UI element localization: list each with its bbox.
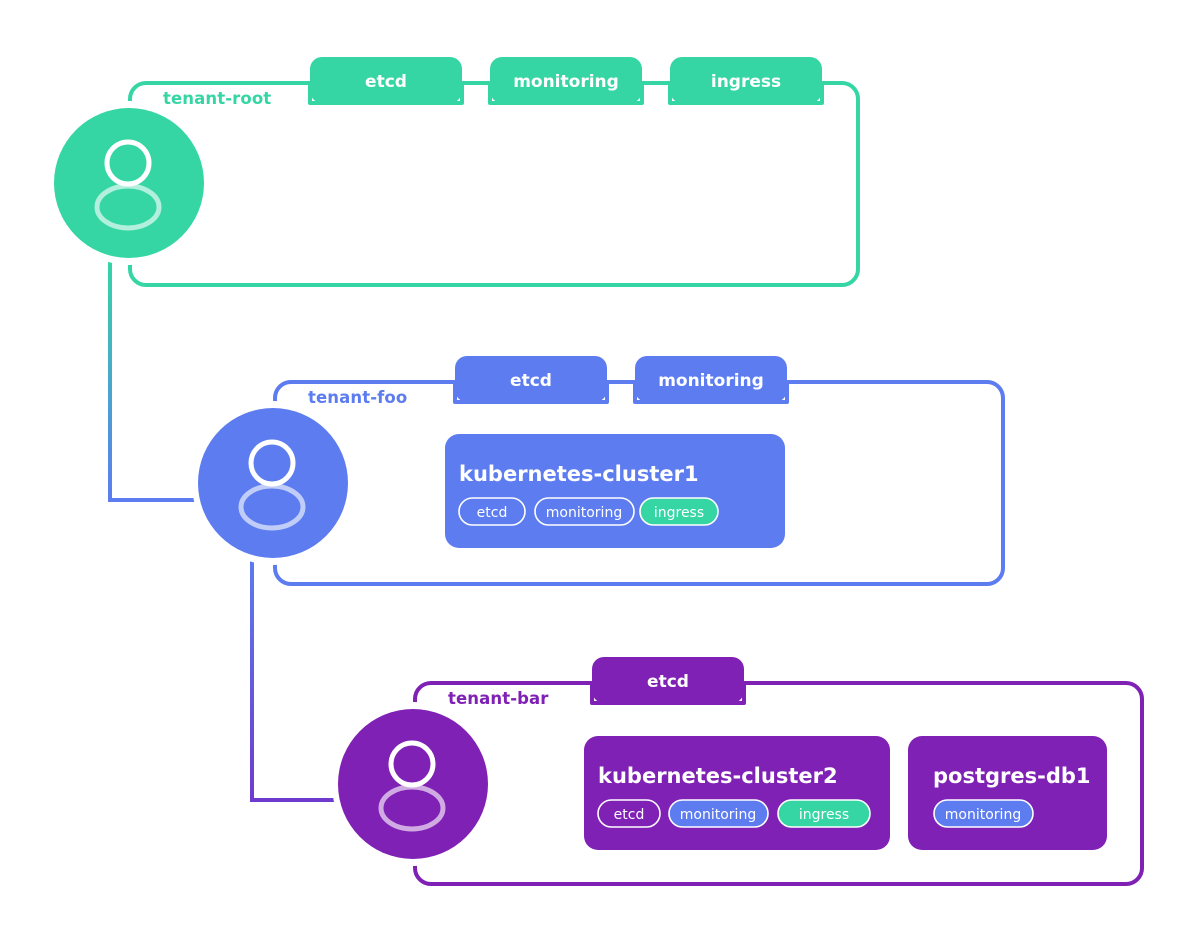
resource-tag-etcd[interactable]: etcd: [458, 497, 526, 526]
tag-label: monitoring: [945, 807, 1021, 823]
tenant-group-root[interactable]: tenant-root etcd monitoring ingress: [48, 57, 860, 287]
tag-label: monitoring: [546, 505, 622, 521]
chip-label: ingress: [711, 72, 781, 92]
user-avatar-icon: [238, 439, 306, 531]
resource-title: postgres-db1: [933, 764, 1091, 788]
tenant-root-chip-monitoring[interactable]: monitoring: [490, 57, 642, 103]
tenant-group-bar[interactable]: tenant-bar etcd kubernetes-cluster2 etcd…: [332, 657, 1144, 886]
resource-tag-etcd[interactable]: etcd: [597, 799, 661, 828]
chip-label: etcd: [510, 371, 552, 391]
resource-card-kubernetes-cluster2[interactable]: kubernetes-cluster2 etcd monitoring ingr…: [584, 736, 890, 850]
chip-label: monitoring: [658, 371, 764, 391]
chip-label: monitoring: [513, 72, 619, 92]
tenant-foo-enclosure: [273, 380, 1005, 586]
tenant-foo-chip-etcd[interactable]: etcd: [455, 356, 607, 402]
tenant-foo-chip-monitoring[interactable]: monitoring: [635, 356, 787, 402]
tag-label: ingress: [654, 505, 704, 521]
chip-label: etcd: [647, 672, 689, 692]
user-avatar-icon: [94, 139, 162, 231]
resource-card-kubernetes-cluster1[interactable]: kubernetes-cluster1 etcd monitoring ingr…: [445, 434, 785, 548]
tenant-foo-label: tenant-foo: [308, 388, 407, 407]
tenant-bar-chip-etcd[interactable]: etcd: [592, 657, 744, 703]
resource-title: kubernetes-cluster2: [598, 764, 838, 788]
resource-tag-ingress[interactable]: ingress: [639, 497, 719, 526]
resource-tag-monitoring[interactable]: monitoring: [933, 799, 1034, 828]
tenant-bar-enclosure: [413, 681, 1144, 886]
tenant-root-chip-etcd[interactable]: etcd: [310, 57, 462, 103]
resource-title: kubernetes-cluster1: [459, 462, 699, 486]
tag-label: ingress: [799, 807, 849, 823]
tenant-bar-label: tenant-bar: [448, 689, 549, 708]
tag-label: monitoring: [680, 807, 756, 823]
chip-label: etcd: [365, 72, 407, 92]
tag-label: etcd: [477, 505, 508, 521]
resource-tag-ingress[interactable]: ingress: [777, 799, 871, 828]
resource-tag-monitoring[interactable]: monitoring: [668, 799, 769, 828]
tenant-group-foo[interactable]: tenant-foo etcd monitoring kubernetes-cl…: [192, 356, 1005, 586]
resource-tag-monitoring[interactable]: monitoring: [534, 497, 635, 526]
resource-card-postgres-db1[interactable]: postgres-db1 monitoring: [908, 736, 1107, 850]
tenant-root-enclosure: [128, 81, 860, 287]
user-avatar-icon: [378, 740, 446, 832]
tenant-root-label: tenant-root: [163, 89, 271, 108]
tenant-root-chip-ingress[interactable]: ingress: [670, 57, 822, 103]
tag-label: etcd: [614, 807, 645, 823]
